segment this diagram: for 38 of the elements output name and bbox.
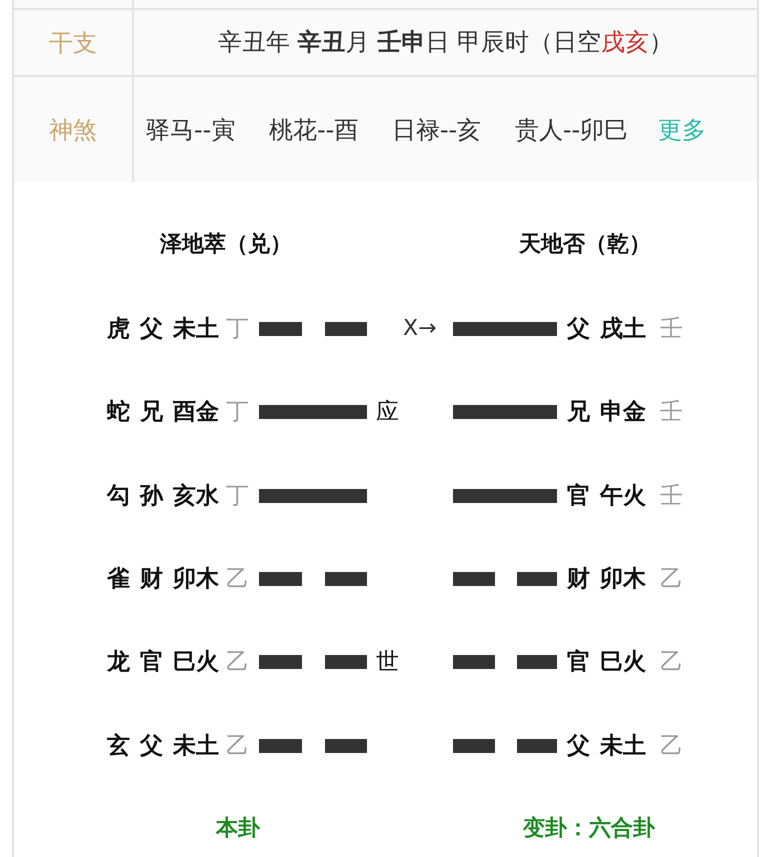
ganzhi-text: 辛丑年 辛丑月 壬申日 甲辰时（日空: [218, 26, 601, 58]
hexagram-title: 天地否（乾）: [519, 231, 651, 259]
heavenly-stem: 壬: [660, 315, 683, 344]
line-label: 官 巳火: [567, 648, 646, 677]
change-marker: X→: [403, 315, 437, 343]
heavenly-stem: 乙: [660, 565, 683, 594]
heavenly-stem: 乙: [226, 565, 249, 594]
heavenly-stem: 乙: [660, 648, 683, 677]
line-label: 虎 父 未土: [106, 315, 219, 344]
line-label: 勾 孙 亥水: [106, 482, 219, 511]
line-marker: 应: [376, 398, 399, 427]
heavenly-stem: 乙: [660, 732, 683, 761]
ganzhi-text: ）: [648, 26, 673, 58]
hexagram-caption: 变卦：六合卦: [523, 814, 655, 843]
heavenly-stem: 壬: [660, 398, 683, 427]
heavenly-stem: 乙: [226, 732, 249, 761]
void-branch-text: 戌亥: [600, 26, 649, 58]
line-label: 官 午火: [567, 482, 646, 511]
more-link: 更多: [658, 114, 706, 146]
line-label: 玄 父 未土: [106, 732, 219, 761]
line-label: 雀 财 卯木: [106, 565, 219, 594]
line-label: 父 未土: [567, 732, 646, 761]
row-header: 神煞: [49, 114, 97, 146]
heavenly-stem: 丁: [226, 398, 249, 427]
hexagram-title: 泽地萃（兑）: [160, 231, 292, 259]
heavenly-stem: 乙: [226, 648, 249, 677]
line-label: 财 卯木: [567, 565, 646, 594]
hexagram-caption: 本卦: [216, 815, 260, 843]
line-label: 兄 申金: [567, 398, 646, 427]
line-label: 龙 官 巳火: [106, 648, 219, 677]
row-header: 干支: [49, 28, 97, 58]
heavenly-stem: 丁: [226, 482, 249, 511]
heavenly-stem: 丁: [226, 315, 249, 344]
line-label: 蛇 兄 酉金: [106, 398, 219, 427]
line-label: 父 戌土: [567, 315, 646, 344]
line-marker: 世: [376, 648, 399, 677]
shensha-text: 驿马--寅 桃花--酉 日禄--亥 贵人--卯巳: [146, 114, 628, 146]
heavenly-stem: 壬: [660, 482, 683, 511]
